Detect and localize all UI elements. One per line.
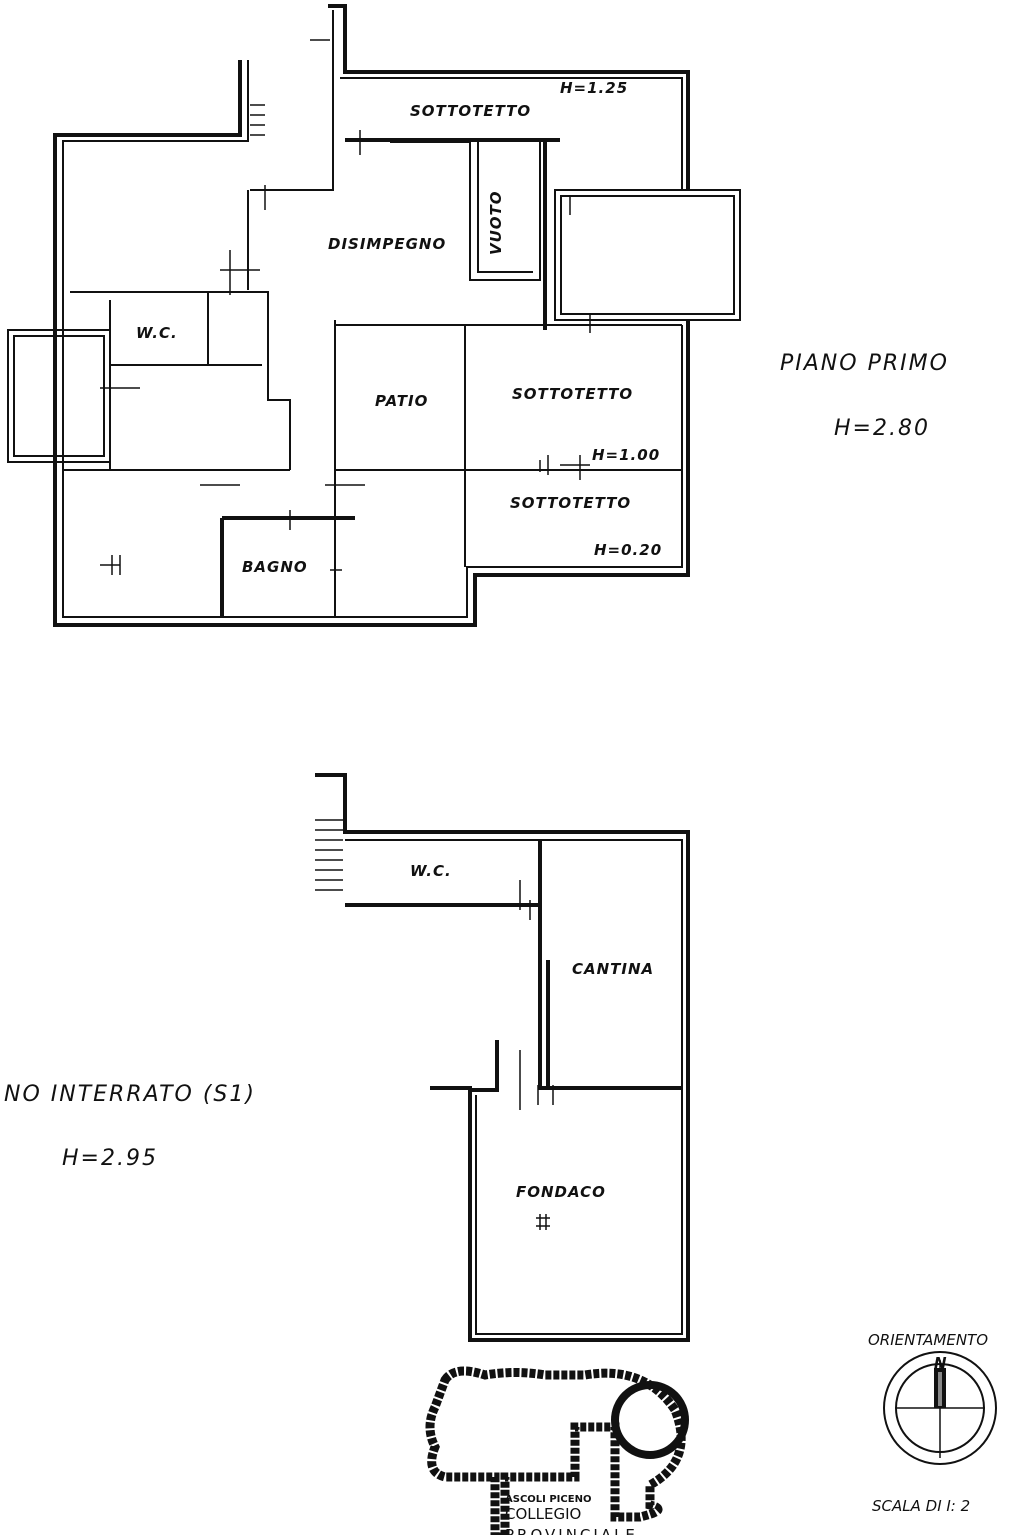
room-wc-basement: W.C.	[410, 862, 452, 880]
collegio-logo: ASCOLI PICENO COLLEGIO PROVINCIALE	[425, 1366, 689, 1535]
first-floor-walls	[7, 4, 741, 1110]
first-floor-height: H=2.80	[834, 416, 930, 441]
orientation-label: ORIENTAMENTO	[868, 1331, 988, 1349]
logo-line-2: COLLEGIO	[505, 1505, 581, 1523]
logo-line-3: PROVINCIALE	[505, 1526, 638, 1535]
height-sottotetto-mid: H=1.00	[592, 446, 660, 464]
height-sottotetto-low: H=0.20	[594, 541, 662, 559]
first-floor-title: PIANO PRIMO	[780, 351, 949, 376]
room-vuoto: VUOTO	[487, 190, 505, 255]
compass-icon	[883, 1351, 997, 1465]
room-wc: W.C.	[136, 324, 178, 342]
room-sottotetto-low: SOTTOTETTO	[510, 494, 631, 512]
logo-line-1: ASCOLI PICENO	[505, 1494, 591, 1505]
room-sottotetto-mid: SOTTOTETTO	[512, 385, 633, 403]
height-sottotetto-top: H=1.25	[560, 79, 628, 97]
room-bagno: BAGNO	[242, 558, 308, 576]
room-patio: PATIO	[375, 392, 428, 410]
basement-title: NO INTERRATO (S1)	[4, 1082, 256, 1107]
room-fondaco: FONDACO	[516, 1183, 606, 1201]
basement-walls	[315, 773, 690, 1342]
room-sottotetto-top: SOTTOTETTO	[410, 102, 531, 120]
room-cantina: CANTINA	[572, 960, 654, 978]
scale-label: SCALA DI I: 2	[872, 1497, 970, 1515]
room-disimpegno: DISIMPEGNO	[328, 235, 446, 253]
basement-height: H=2.95	[62, 1146, 158, 1171]
